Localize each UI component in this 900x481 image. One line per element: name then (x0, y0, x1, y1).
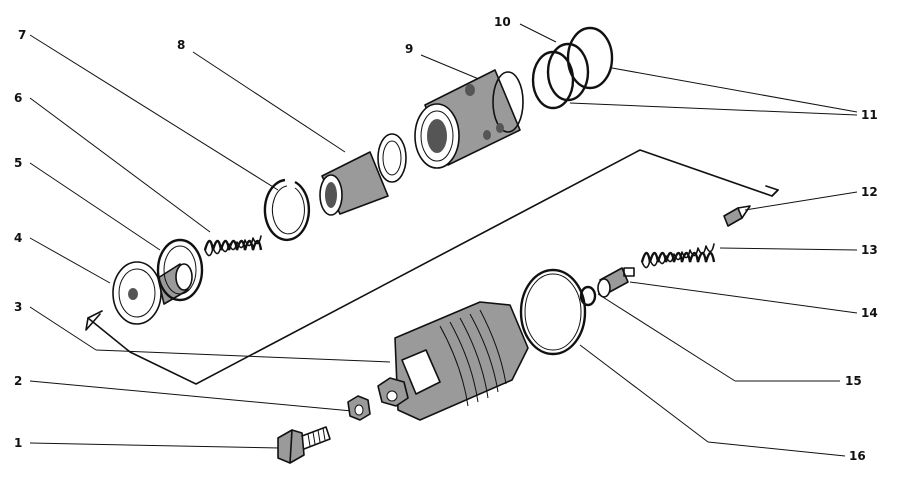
label-7: 7 (18, 28, 26, 42)
part-3-valve-body (377, 301, 529, 421)
label-16: 16 (849, 449, 866, 463)
part-14-small-valve (597, 267, 635, 298)
label-12: 12 (861, 185, 878, 199)
label-8: 8 (177, 38, 185, 52)
part-5-gasket (156, 238, 204, 302)
label-5: 5 (14, 156, 22, 170)
label-6: 6 (14, 91, 22, 105)
leader-lines (29, 23, 858, 457)
label-3: 3 (14, 300, 22, 314)
label-2: 2 (14, 374, 22, 388)
part-12-pin (723, 205, 751, 227)
label-11: 11 (861, 108, 878, 122)
part-7-snap-ring (263, 178, 311, 242)
part-16-large-o-ring (519, 268, 587, 356)
assembly-path-arrow (85, 149, 779, 385)
label-14: 14 (861, 306, 878, 320)
part-labels: 1 2 3 4 5 6 7 8 9 10 11 12 13 14 15 16 (14, 15, 878, 463)
part-8-piston (319, 133, 407, 216)
label-4: 4 (14, 231, 22, 245)
part-1-bolt (277, 426, 331, 464)
label-1: 1 (14, 436, 22, 450)
part-6-spring (203, 235, 263, 257)
label-13: 13 (861, 243, 878, 257)
part-9-sleeve (414, 69, 524, 169)
part-10-11-rings (531, 26, 614, 110)
label-15: 15 (845, 374, 862, 388)
part-15-o-ring (579, 285, 597, 307)
part-2-nut (347, 395, 371, 421)
part-13-spring (640, 243, 716, 269)
part-4-valve-disc (112, 261, 193, 325)
label-10: 10 (494, 15, 511, 29)
label-9: 9 (405, 42, 413, 56)
